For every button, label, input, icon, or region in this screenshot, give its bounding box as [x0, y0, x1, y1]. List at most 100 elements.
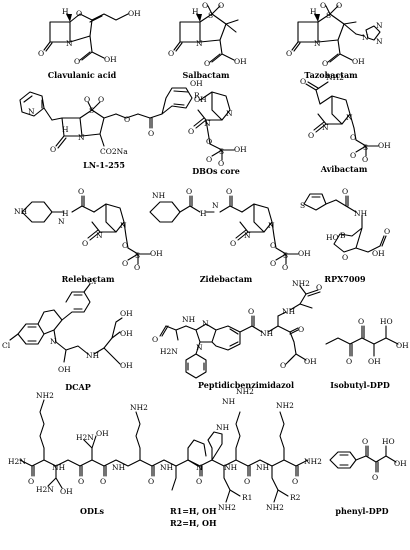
structure-peptidicbenzimidazol: N N O NH O NH O NH2 O OH NH O H2N Peptid… [152, 279, 322, 390]
label-phenyl-dpd: phenyl-DPD [335, 506, 388, 516]
atom-o: O [362, 155, 368, 164]
atom-o: O [384, 227, 390, 236]
atom-o: O [28, 477, 34, 486]
atom-o: O [152, 335, 158, 344]
atom-s: S [283, 251, 288, 260]
atom-o: O [206, 137, 212, 146]
atom-o: O [38, 49, 44, 58]
structure-phenyl-dpd: O O HO OH phenyl-DPD [329, 437, 407, 516]
atom-o: O [226, 187, 232, 196]
atom-o: O [270, 241, 276, 250]
atom-nh: NH [256, 463, 270, 472]
atom-ho: HO [380, 317, 393, 326]
atom-n: N [196, 343, 203, 352]
atom-n: N [268, 221, 275, 230]
atom-o: O [78, 477, 84, 486]
structure-clavulanic-acid: O N O H OH O OH Clavulanic acid [38, 7, 141, 80]
atom-h: H [62, 7, 69, 16]
atom-n: N [322, 123, 329, 132]
atom-o: O [322, 59, 328, 68]
atom-nh: NH [14, 207, 28, 216]
atom-oh: OH [120, 329, 133, 338]
structure-tazobactam: S O O N O H N N N O OH Tazobactam [286, 1, 383, 80]
atom-oh: OH [378, 141, 391, 150]
atom-o: O [84, 95, 90, 104]
atom-nh2: NH2 [218, 503, 236, 512]
label-tazobactam: Tazobactam [304, 70, 358, 80]
label-rpx7009: RPX7009 [324, 274, 366, 284]
atom-o: O [82, 239, 88, 248]
atom-o: O [218, 159, 224, 168]
atom-o: O [244, 477, 250, 486]
atom-nh2: NH2 [236, 387, 254, 396]
atom-n: N [362, 33, 369, 42]
atom-o: O [362, 437, 368, 446]
atom-nh2: NH2 [36, 391, 54, 400]
atom-h2n: H2N [160, 347, 178, 356]
atom-o: O [204, 59, 210, 68]
label-salbactam: Salbactam [183, 70, 231, 80]
atom-ho: HO [326, 233, 339, 242]
atom-s: S [363, 143, 368, 152]
atom-h: H [310, 7, 317, 16]
atom-oh: OH [60, 487, 73, 496]
atom-o: O [342, 187, 348, 196]
atom-n: N [346, 113, 353, 122]
atom-nh: NH [222, 397, 236, 406]
atom-oh: OH [352, 57, 365, 66]
atom-r2: R2 [290, 493, 301, 502]
label-dbos-core: DBOs core [192, 166, 240, 176]
atom-o: O [230, 239, 236, 248]
label-peptidicbenzimidazol: Peptidicbenzimidazol [198, 380, 294, 390]
atom-r1: R1 [242, 493, 252, 502]
atom-o: O [298, 325, 304, 334]
atom-nh: H [62, 209, 69, 218]
label-zidebactam: Zidebactam [200, 274, 253, 284]
atom-nh: H [200, 209, 207, 218]
atom-n: N [376, 21, 383, 30]
atom-o: O [148, 477, 154, 486]
odl-substituent-r1: R1=H, OH [170, 506, 217, 516]
structure-rpx7009: S O NH HO B O O OH RPX7009 [300, 187, 390, 284]
atom-o: O [286, 49, 292, 58]
atom-o: O [188, 127, 194, 136]
atom-cl: Cl [88, 277, 97, 286]
atom-o: O [308, 131, 314, 140]
structure-relebactam: NH H N O N N O O S OH O O Relebactam [14, 187, 163, 284]
atom-o: O [186, 187, 192, 196]
atom-n: N [28, 107, 35, 116]
atom-o: O [100, 477, 106, 486]
atom-n: N [212, 201, 219, 210]
structure-salbactam: S O O N O H O OH Salbactam [168, 1, 247, 80]
atom-o: O [50, 145, 56, 154]
atom-h: H [62, 125, 69, 134]
atom-oh: OH [150, 249, 163, 258]
atom-o: O [196, 477, 202, 486]
structure-zidebactam: NH O H N O N N O O S OH O O Zidebactam [149, 187, 311, 284]
atom-s: S [89, 106, 94, 115]
atom-nh: NH [216, 423, 230, 432]
atom-o: O [124, 115, 130, 124]
label-ln-1-255: LN-1-255 [83, 160, 125, 170]
structure-avibactam: NH2 O N N O O S OH O O Avibactam [300, 73, 391, 174]
atom-s: S [219, 147, 224, 156]
atom-n: N [58, 217, 65, 226]
atom-oh: OH [128, 9, 141, 18]
label-odls: ODLs [80, 506, 105, 516]
structure-ln-1-255: N S O O N O O O OH OH CO2Na H LN-1-255 [19, 79, 207, 170]
atom-nh2: NH2 [130, 403, 148, 412]
atom-s: S [135, 251, 140, 260]
atom-nh: NH [182, 315, 196, 324]
atom-nh2: NH2 [292, 279, 310, 288]
atom-o: O [134, 263, 140, 272]
atom-nh: NH [282, 307, 296, 316]
atom-oh: OH [120, 361, 133, 370]
atom-o: O [350, 133, 356, 142]
atom-oh: OH [190, 79, 203, 88]
atom-o: O [358, 317, 364, 326]
label-clavulanic-acid: Clavulanic acid [48, 70, 117, 80]
atom-oh: OH [304, 357, 317, 366]
odl-substituent-r2: R2=H, OH [170, 518, 217, 528]
